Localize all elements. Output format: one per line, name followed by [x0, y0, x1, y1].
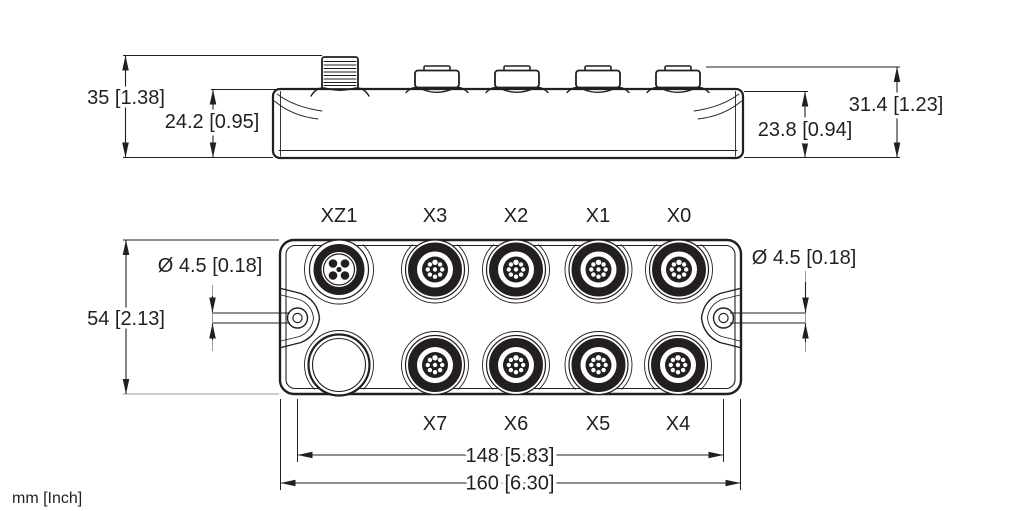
mounting-tab-left: [280, 287, 321, 349]
port-x6: [487, 336, 546, 395]
units-label: mm [Inch]: [12, 490, 82, 507]
mounting-hole-right: [718, 312, 729, 324]
port-label-x5: X5: [586, 413, 610, 435]
dim-height: 54 [2.13]: [84, 239, 279, 395]
side-cap-x0: [646, 65, 710, 94]
port-x0: [650, 240, 709, 299]
port-x2: [487, 240, 546, 299]
port-label-x3: X3: [423, 205, 447, 227]
port-label-x4: X4: [666, 413, 690, 435]
dim-mounting-hole-right: Ø 4.5 [0.18]: [730, 244, 860, 352]
port-labels-top: XZ1 X3 X2 X1 X0: [317, 202, 695, 231]
side-view-housing: [271, 87, 745, 160]
dim-text-mounting-hole-left: Ø 4.5 [0.18]: [158, 255, 263, 277]
dim-text-mounting-spacing: 148 [5.83]: [466, 445, 555, 467]
dim-overall-width: 160 [6.30]: [280, 399, 741, 498]
port-x5: [569, 336, 628, 395]
port-labels-bottom: X7 X6 X5 X4: [419, 410, 693, 439]
side-cap-x2: [485, 65, 549, 94]
mounting-tab-right: [700, 287, 741, 349]
mounting-hole-right-boss: [712, 307, 735, 329]
side-view: 35 [1.38] 24.2 [0.95] 31.4 [1.23] 23.8 […: [84, 55, 947, 160]
port-x3: [406, 240, 465, 299]
blind-plug: [307, 333, 371, 397]
port-label-x7: X7: [423, 413, 447, 435]
front-view: XZ1 X3 X2 X1 X0 X7 X6 X5 X4 54 [2.13] Ø …: [84, 202, 860, 499]
port-x1: [569, 240, 628, 299]
dim-text-overall-height: 35 [1.38]: [87, 87, 165, 109]
side-cap-x1: [566, 65, 630, 94]
mounting-hole-left-boss: [286, 307, 309, 329]
side-cap-x3: [405, 65, 469, 94]
port-label-x6: X6: [504, 413, 528, 435]
port-label-x2: X2: [504, 205, 528, 227]
port-label-xz1: XZ1: [321, 205, 358, 227]
side-view-connector-caps: [405, 65, 710, 94]
dim-body-height-right: 23.8 [0.94]: [744, 91, 856, 158]
port-x7: [406, 336, 465, 395]
dim-text-height: 54 [2.13]: [87, 308, 165, 330]
dim-text-overall-height-right: 31.4 [1.23]: [849, 94, 944, 116]
dim-text-overall-width: 160 [6.30]: [466, 473, 555, 495]
dim-mounting-hole-left: Ø 4.5 [0.18]: [154, 252, 290, 351]
port-label-x0: X0: [667, 205, 691, 227]
dim-text-body-height-left: 24.2 [0.95]: [165, 111, 260, 133]
dim-text-mounting-hole-right: Ø 4.5 [0.18]: [752, 247, 857, 269]
dim-overall-height-right: 31.4 [1.23]: [706, 66, 947, 158]
connector-recess-outlines: [304, 244, 713, 390]
dim-mounting-spacing: 148 [5.83]: [297, 399, 724, 471]
port-x4: [649, 336, 708, 395]
dim-overall-height: 35 [1.38]: [84, 55, 322, 158]
dim-text-body-height-right: 23.8 [0.94]: [758, 119, 853, 141]
side-view-threaded-connector: [310, 56, 370, 97]
dim-body-height-left: 24.2 [0.95]: [161, 89, 279, 158]
port-xz1: [308, 239, 370, 300]
port-label-x1: X1: [586, 205, 610, 227]
mounting-hole-left: [292, 312, 303, 324]
